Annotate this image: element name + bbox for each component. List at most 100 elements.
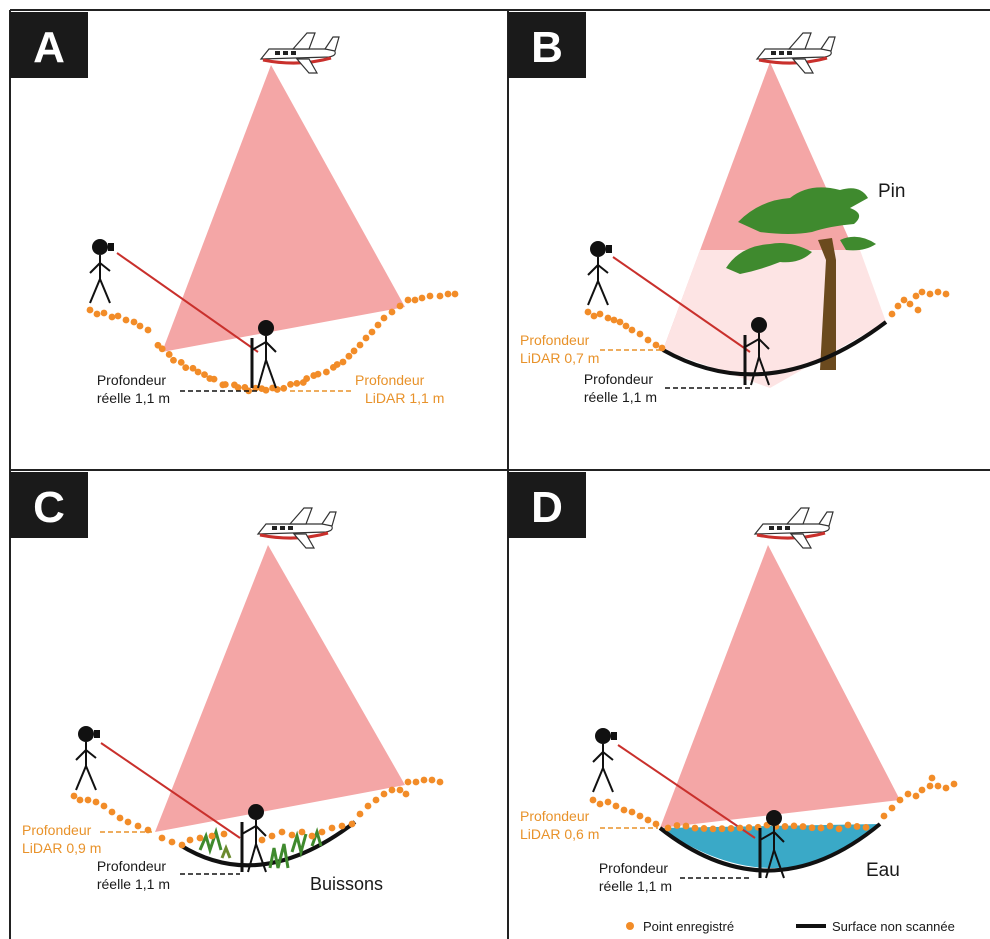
lidar-depth-label: Profondeur LiDAR 1,1 m (355, 372, 444, 406)
recorded-point (333, 361, 341, 368)
recorded-point (318, 828, 326, 836)
recorded-point (808, 824, 816, 832)
recorded-point (122, 316, 130, 324)
recorded-point (201, 371, 208, 379)
recorded-point-swatch (626, 922, 634, 930)
panel-letter-box (508, 12, 586, 78)
recorded-point (426, 292, 434, 300)
observer-figure (75, 725, 101, 791)
legend-surface-label: Surface non scannée (832, 919, 955, 934)
lidar-depth-label: Profondeur LiDAR 0,6 m (520, 808, 599, 842)
lidar-beam (155, 545, 405, 832)
recorded-point (298, 828, 306, 836)
recorded-point (436, 292, 444, 300)
recorded-point (380, 790, 388, 798)
recorded-point (950, 780, 958, 788)
recorded-point (736, 824, 744, 832)
panel-letter: B (531, 23, 563, 72)
recorded-point (364, 802, 372, 810)
recorded-point (420, 776, 428, 784)
recorded-point (584, 308, 592, 316)
recorded-point (604, 798, 612, 806)
recorded-point (404, 296, 412, 304)
airplane-icon (753, 506, 835, 550)
recorded-point (136, 322, 144, 330)
recorded-point (904, 790, 912, 798)
recorded-point (862, 823, 870, 831)
panel-letter-box (508, 472, 586, 538)
recorded-point (826, 822, 834, 830)
lidar-beam (660, 545, 900, 828)
recorded-point (934, 782, 942, 790)
recorded-points (70, 776, 444, 849)
laser-line (100, 742, 241, 839)
recorded-point (314, 370, 322, 378)
recorded-point (781, 823, 789, 830)
real-depth-label: Profondeur réelle 1,1 m (599, 860, 672, 894)
recorded-point (644, 336, 652, 344)
recorded-point (144, 326, 152, 334)
laser-line (617, 744, 756, 839)
recorded-point (396, 302, 404, 310)
recorded-point (168, 838, 176, 846)
recorded-point (165, 351, 173, 358)
recorded-point (186, 836, 194, 844)
recorded-point (356, 810, 364, 818)
recorded-point (189, 364, 197, 372)
recorded-point (636, 812, 644, 820)
recorded-point (210, 375, 218, 383)
recorded-point (658, 344, 666, 352)
recorded-point (258, 836, 266, 844)
recorded-point (170, 356, 177, 364)
recorded-point (888, 804, 896, 812)
laser-line (612, 256, 751, 353)
panel-c: C Profondeur LiDAR 0,9 m Profondeur réel… (10, 472, 444, 894)
legend: Point enregistré Surface non scannée (626, 919, 955, 934)
airplane-icon (256, 506, 338, 550)
recorded-point (817, 824, 825, 832)
observer-figure (89, 238, 115, 304)
recorded-point (388, 308, 396, 316)
real-depth-label: Profondeur réelle 1,1 m (97, 372, 170, 406)
recorded-point (612, 802, 620, 810)
recorded-point (942, 290, 950, 298)
recorded-point (402, 790, 410, 798)
recorded-point (70, 792, 78, 800)
unscanned-surface (658, 822, 882, 873)
recorded-point (380, 314, 388, 322)
recorded-point (934, 288, 942, 296)
recorded-point (745, 824, 753, 831)
recorded-point (835, 825, 843, 833)
recorded-point (604, 314, 612, 322)
panel-letter: A (33, 23, 65, 72)
recorded-point (288, 831, 296, 839)
recorded-point (356, 341, 364, 349)
real-depth-label: Profondeur réelle 1,1 m (97, 858, 170, 892)
unscanned-surface (662, 320, 888, 377)
recorded-point (620, 806, 628, 814)
recorded-point (912, 792, 920, 800)
recorded-point (652, 341, 660, 349)
laser-line (116, 252, 259, 353)
recorded-point (436, 778, 444, 786)
recorded-point (92, 798, 100, 806)
recorded-point (268, 832, 276, 840)
recorded-point (194, 368, 202, 376)
recorded-point (590, 312, 598, 320)
recorded-point (116, 814, 124, 822)
recorded-point (374, 321, 382, 329)
recorded-point (196, 834, 204, 842)
recorded-point (220, 830, 228, 838)
recorded-point (673, 822, 681, 829)
observer-figure (592, 727, 618, 793)
recorded-point (86, 306, 94, 314)
recorded-point (100, 802, 108, 810)
recorded-point (412, 778, 420, 786)
recorded-point (914, 306, 922, 314)
recorded-point (622, 322, 630, 330)
recorded-point (880, 812, 888, 820)
recorded-point (411, 296, 419, 304)
recorded-point (799, 823, 807, 830)
recorded-point (918, 288, 926, 296)
